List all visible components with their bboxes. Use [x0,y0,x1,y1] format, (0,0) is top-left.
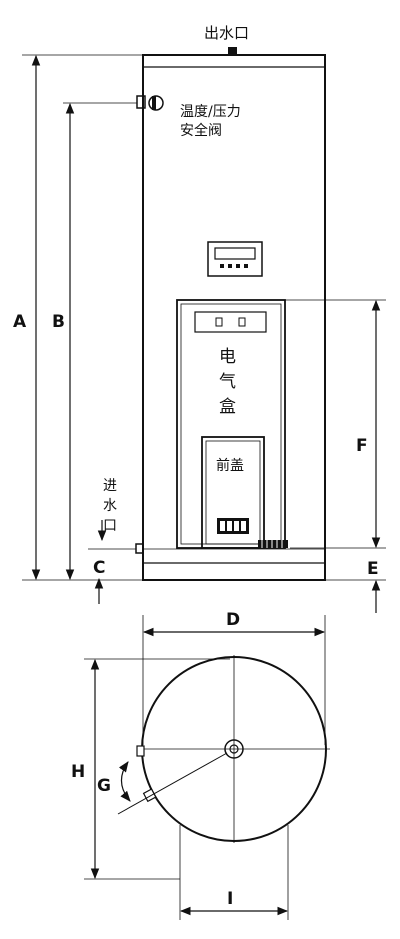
relief-valve-label-line1: 温度/压力 [180,104,241,120]
tank-top-view [117,655,330,843]
dimension-g [118,761,131,802]
top-view-pipe-2 [142,788,157,803]
dimension-b [63,102,137,581]
dimension-i [179,825,289,920]
dimension-d [142,615,326,745]
dimension-c-label: C [93,558,105,578]
dimension-h [84,658,230,880]
dimension-f [285,299,386,549]
dimension-f-label: F [356,436,368,456]
dimension-e [325,579,386,613]
dimension-b-label: B [52,312,65,332]
relief-valve-icon [136,95,164,111]
dimension-a-label: A [13,312,27,332]
tank-front-view [142,54,326,581]
inlet-label-line3: 口 [103,518,117,534]
electrical-box-label-1: 电 [219,347,236,367]
dimension-a [22,54,143,581]
top-view-pipe-1 [136,745,145,757]
dimension-d-label: D [226,610,240,630]
electrical-box [176,299,286,549]
electrical-box-label-3: 盒 [219,397,236,417]
electrical-box-label-2: 气 [219,372,236,392]
dimension-e-label: E [367,559,379,579]
dimension-g-label: G [97,776,111,796]
outlet-pipe [228,47,237,55]
front-cover-label: 前盖 [216,457,244,474]
dimension-i-label: I [227,889,233,909]
inlet-label-line2: 水 [103,498,117,514]
front-cover [201,436,265,549]
vent-strip [258,540,288,548]
relief-valve-label-line2: 安全阀 [180,122,222,139]
inlet-label-line1: 进 [103,478,117,494]
outlet-label: 出水口 [204,24,249,42]
dimension-h-label: H [71,762,85,782]
inlet-pipe [135,543,144,554]
thermostat-display [207,241,263,277]
dimension-c [88,548,136,604]
